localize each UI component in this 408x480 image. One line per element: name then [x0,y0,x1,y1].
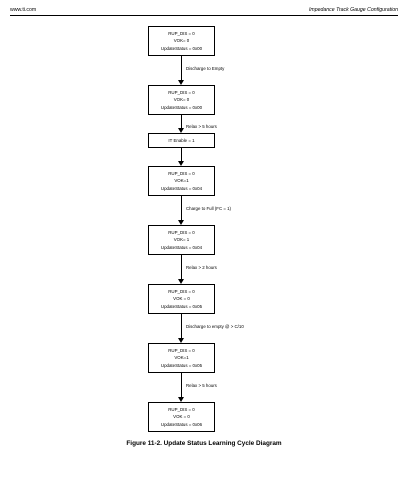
edge-2-label: Relax > 5 hours [186,124,217,129]
state-box-8: RUP_DIS = 0 VOK = 0 UpdateStatus = 0x06 [148,402,215,432]
state-7-rup-dis: RUP_DIS = 0 [168,348,195,354]
edge-5-label: Relax > 2 hours [186,265,217,270]
state-4-rup-dis: RUP_DIS = 0 [168,171,195,177]
edge-2-arrowhead [178,128,184,133]
edge-5-arrowhead [178,279,184,284]
state-4-vok: VOK=1 [174,178,189,184]
edge-4-arrowhead [178,220,184,225]
state-6-rup-dis: RUP_DIS = 0 [168,289,195,295]
state-6-update-status: UpdateStatus = 0x05 [160,303,203,309]
edge-7-arrowhead [178,397,184,402]
state-1-update-status: UpdateStatus = 0x00 [160,45,203,51]
edge-6-line [181,314,182,339]
state-8-update-status: UpdateStatus = 0x06 [160,421,203,427]
edge-3-line [181,148,182,162]
figure-caption: Figure 11-2. Update Status Learning Cycl… [126,440,282,447]
state-8-rup-dis: RUP_DIS = 0 [168,407,195,413]
state-7-update-status: UpdateStatus = 0x05 [160,362,203,368]
state-5-vok: VOK= 1 [173,237,190,243]
edge-1-arrowhead [178,80,184,85]
edge-6-label: Discharge to empty @ > C/10 [186,324,244,329]
state-box-3: IT Enable = 1 [148,133,215,148]
state-box-5: RUP_DIS = 0 VOK= 1 UpdateStatus = 0x04 [148,225,215,255]
state-box-2: RUP_DIS = 0 VOK= 0 UpdateStatus = 0x00 [148,85,215,115]
state-5-rup-dis: RUP_DIS = 0 [168,230,195,236]
state-2-update-status: UpdateStatus = 0x00 [160,104,203,110]
state-box-4: RUP_DIS = 0 VOK=1 UpdateStatus = 0x04 [148,166,215,196]
edge-2-line [181,115,182,129]
state-2-vok: VOK= 0 [173,97,190,103]
state-1-rup-dis: RUP_DIS = 0 [168,31,195,37]
edge-7-label: Relax > 5 hours [186,383,217,388]
edge-7-line [181,373,182,398]
header-rule [10,15,398,16]
edge-4-line [181,196,182,221]
state-4-update-status: UpdateStatus = 0x04 [160,185,203,191]
edge-5-line [181,255,182,280]
edge-3-arrowhead [178,161,184,166]
page-header-left: www.ti.com [10,7,37,13]
state-1-vok: VOK= 0 [173,38,190,44]
state-box-1: RUP_DIS = 0 VOK= 0 UpdateStatus = 0x00 [148,26,215,56]
state-box-7: RUP_DIS = 0 VOK=1 UpdateStatus = 0x05 [148,343,215,373]
state-7-vok: VOK=1 [174,355,189,361]
state-2-rup-dis: RUP_DIS = 0 [168,90,195,96]
state-6-vok: VOK = 0 [173,296,190,302]
edge-6-arrowhead [178,338,184,343]
state-5-update-status: UpdateStatus = 0x04 [160,244,203,250]
state-box-6: RUP_DIS = 0 VOK = 0 UpdateStatus = 0x05 [148,284,215,314]
state-3-it-enable: IT Enable = 1 [168,137,195,143]
edge-4-label: Charge to Full (FC = 1) [186,206,232,211]
edge-1-label: Discharge to Empty [186,66,225,71]
state-8-vok: VOK = 0 [173,414,190,420]
page-header-right: Impedance Track Gauge Configuration [308,7,398,13]
edge-1-line [181,56,182,81]
